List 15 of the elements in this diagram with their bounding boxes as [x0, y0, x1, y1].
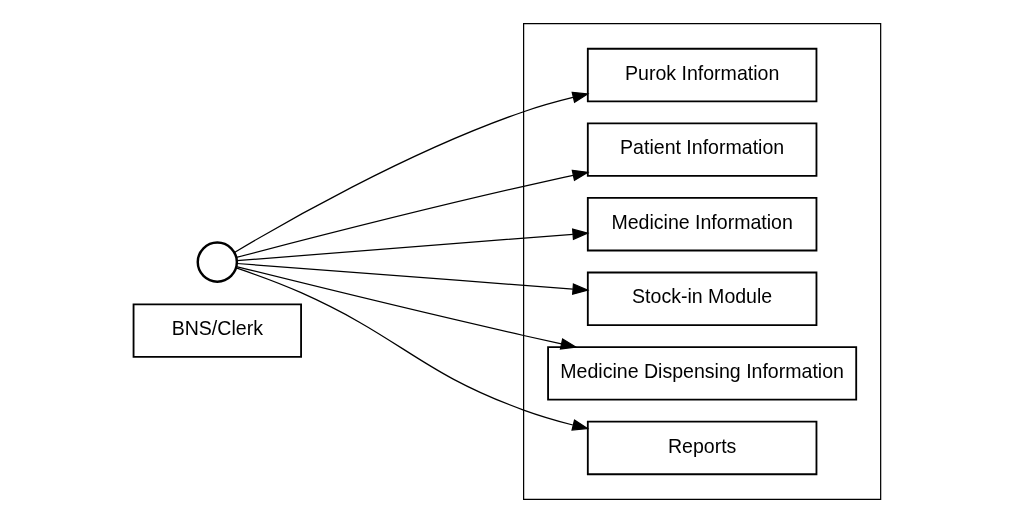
node-box: Reports [586, 420, 818, 475]
arrow [235, 169, 590, 258]
arrow [236, 262, 590, 295]
arrow [235, 265, 578, 350]
arrow [235, 266, 590, 431]
arrow [233, 91, 590, 253]
node-box: Patient Information [586, 121, 818, 177]
node-box: Medicine Information [586, 196, 818, 251]
node-box: Purok Information [586, 47, 818, 102]
arrow [236, 227, 590, 261]
node-box: Stock-in Module [586, 271, 818, 326]
cluster [523, 22, 882, 500]
node-box: BNS/Clerk [132, 302, 302, 358]
node-person [196, 240, 239, 283]
node-box: Medicine Dispensing Information [547, 345, 858, 401]
